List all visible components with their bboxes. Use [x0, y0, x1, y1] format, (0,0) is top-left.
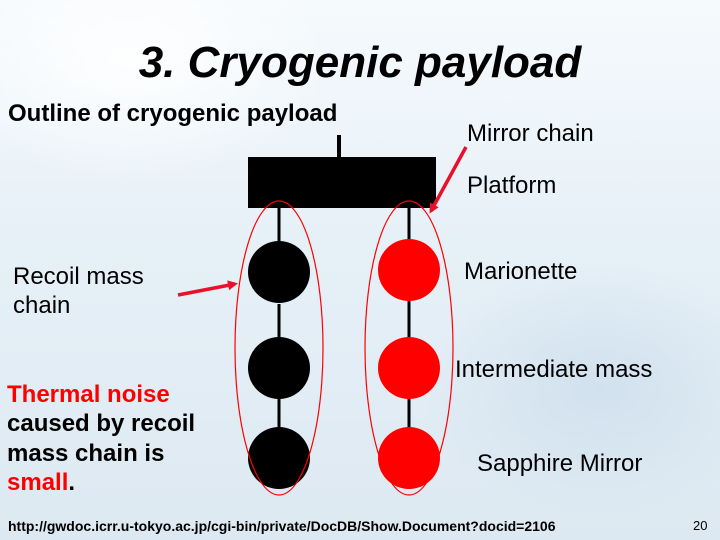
slide-title: 3. Cryogenic payload — [138, 38, 582, 87]
thermal-note-line: Thermal noise — [7, 381, 170, 408]
platform-label: Platform — [467, 172, 557, 199]
recoil-intermediate-mass — [248, 337, 310, 399]
mirror-chain-label: Mirror chain — [467, 120, 594, 147]
sapphire-mirror-label: Sapphire Mirror — [477, 450, 643, 477]
background-glow — [0, 0, 340, 180]
marionette-mass — [378, 239, 440, 301]
recoil-label-line: Recoil mass — [13, 263, 144, 290]
thermal-note-line: mass chain is — [7, 439, 165, 467]
mirror-chain-outline — [364, 200, 454, 496]
footer-source-link[interactable]: http://gwdoc.icrr.u-tokyo.ac.jp/cgi-bin/… — [8, 518, 556, 534]
thermal-noise-note: Thermal noise caused by recoil mass chai… — [7, 380, 195, 497]
recoil-chain-arrow — [177, 280, 238, 297]
recoil-label-line: chain — [13, 292, 71, 320]
thermal-note-period: . — [68, 468, 76, 496]
background-glow — [420, 260, 720, 520]
thermal-note-highlight: small — [7, 468, 69, 496]
page-number: 20 — [693, 518, 708, 533]
recoil-marionette-mass — [248, 241, 310, 303]
sapphire-mirror-mass — [378, 427, 440, 489]
recoil-mass-chain-label: Recoil mass chain — [13, 262, 144, 321]
intermediate-mass — [378, 337, 440, 399]
platform-block — [248, 157, 436, 208]
diagram-subtitle: Outline of cryogenic payload — [8, 100, 338, 127]
thermal-note-line: caused by recoil — [7, 410, 196, 438]
marionette-label: Marionette — [464, 258, 578, 285]
intermediate-mass-label: Intermediate mass — [455, 356, 653, 383]
recoil-chain-outline — [234, 200, 324, 496]
recoil-mirror-mass — [248, 427, 310, 489]
mirror-chain-arrow — [429, 146, 468, 214]
